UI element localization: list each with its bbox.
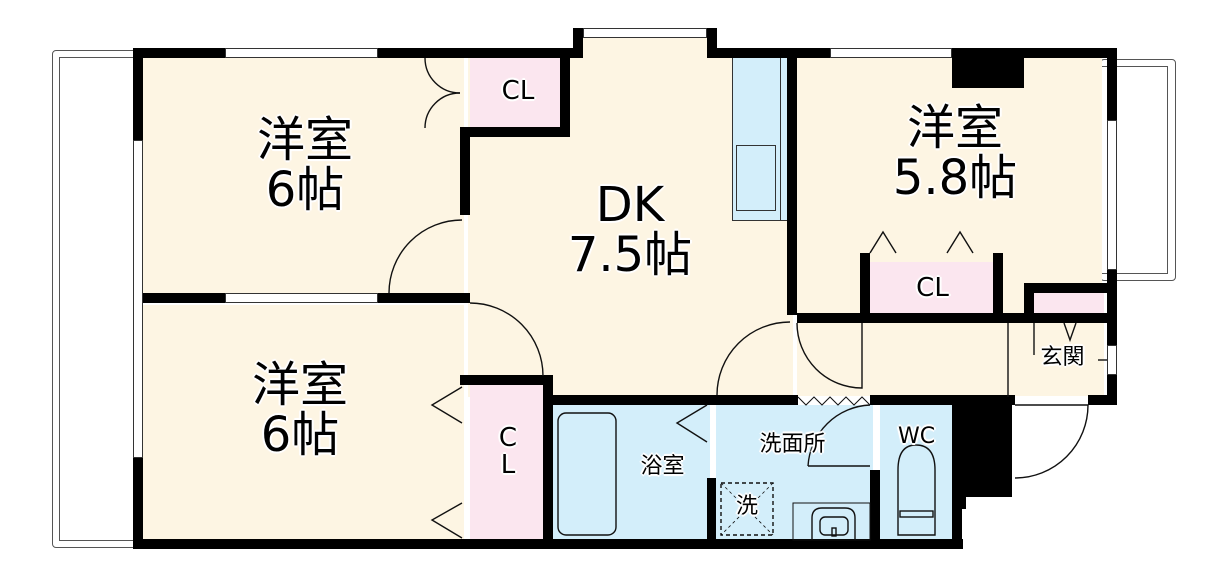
room-name: 洋室 — [906, 100, 1003, 156]
label-washer: 洗 — [735, 494, 758, 519]
label-closet-right: CL — [916, 273, 949, 303]
label-closet-top: CL — [501, 76, 535, 106]
room-size: 6帖 — [260, 407, 340, 464]
wall-bay-right — [707, 28, 717, 58]
wall-shoe-closet — [1024, 283, 1114, 293]
closet-right-door-2 — [946, 230, 974, 254]
room-closet-right — [870, 262, 995, 317]
label-western-right: 洋室 5.8帖 — [855, 103, 1055, 204]
door-swing-hall — [716, 321, 791, 396]
label-dining-kitchen: DK 7.5帖 — [530, 180, 730, 281]
label-western-top-left: 洋室 6帖 — [205, 115, 405, 216]
wall-closet-right-left — [860, 253, 870, 318]
wall-closet-bottom-right — [543, 375, 553, 545]
washer-space — [720, 482, 774, 536]
column-top-right — [952, 48, 1024, 88]
door-swing-right-room — [796, 322, 863, 389]
wall-right-room-bottom — [797, 313, 1117, 323]
window-divider-left-rooms — [225, 293, 378, 303]
room-closet-top-fill — [470, 57, 565, 129]
label-toilet: WC — [897, 424, 936, 449]
window-top-left-room — [225, 48, 378, 58]
room-size: 5.8帖 — [892, 150, 1018, 207]
wall-top-left — [133, 48, 225, 58]
wall-divider-left-rooms-2 — [378, 293, 470, 303]
room-closet-bottom — [470, 385, 546, 541]
wall-top-left-2 — [378, 48, 578, 58]
door-swing-left-room — [388, 219, 463, 294]
wall-hall-bottom-right — [1088, 395, 1117, 405]
room-size: 7.5帖 — [567, 227, 693, 284]
room-size: 6帖 — [265, 162, 345, 219]
wall-dk-right — [787, 57, 797, 315]
closet-label-line1: C — [498, 423, 518, 453]
closet-right-door-1 — [869, 230, 897, 254]
room-name: 洋室 — [251, 357, 348, 413]
wall-divider-left-rooms — [133, 293, 225, 303]
window-right-room-top — [830, 48, 952, 58]
label-closet-bottom: C L — [470, 423, 546, 481]
label-washroom: 洗面所 — [759, 432, 826, 457]
bathtub — [557, 412, 617, 536]
closet-label-line2: L — [500, 450, 516, 481]
window-right-room-side — [1107, 120, 1117, 270]
room-name: DK — [595, 177, 665, 233]
room-name: 洋室 — [256, 112, 353, 168]
window-entrance — [1107, 345, 1117, 375]
wall-hall-bottom — [870, 395, 1015, 405]
wall-dk-left — [460, 127, 470, 215]
room-hallway — [797, 323, 1104, 396]
room-washroom — [716, 405, 873, 540]
label-entrance: 玄関 — [1040, 345, 1085, 370]
bath-door — [675, 404, 708, 443]
wall-closet-right-right — [993, 253, 1003, 318]
wall-dk-bottom — [543, 395, 798, 405]
wall-left — [133, 48, 143, 140]
window-dk-bay — [583, 28, 707, 38]
folding-door-1 — [430, 386, 463, 424]
wall-bath-divider — [707, 478, 716, 546]
label-bathroom: 浴室 — [640, 454, 685, 479]
wash-basin — [811, 507, 856, 540]
wall-closet-right-top — [993, 253, 1003, 263]
door-swing-dk — [469, 302, 544, 377]
door-swing-closet-top-2 — [424, 92, 461, 129]
folding-door-2 — [430, 502, 463, 539]
door-swing-entrance — [1014, 404, 1089, 479]
column-entrance-lower — [952, 397, 966, 509]
window-left-wall — [133, 140, 143, 458]
wall-right — [1107, 48, 1117, 120]
wall-closet-top-bottom — [460, 127, 570, 137]
wall-bay-left — [573, 28, 583, 58]
wall-right-3 — [1107, 375, 1117, 405]
wall-left-2 — [133, 458, 143, 549]
toilet-bowl — [897, 444, 936, 536]
wall-shoe-closet-left — [1024, 283, 1034, 318]
wall-top-right — [952, 48, 1117, 58]
kitchen-sink — [736, 145, 776, 211]
door-swing-closet-top-1 — [424, 57, 461, 94]
wall-top-mid — [707, 48, 832, 58]
wall-wc-left — [870, 470, 880, 546]
wall-right-2 — [1107, 270, 1117, 345]
kitchen-counter-line — [780, 57, 781, 221]
room-western-bottom-left — [142, 305, 464, 541]
wall-closet-bottom-top — [460, 375, 552, 385]
label-western-bottom-left: 洋室 6帖 — [200, 360, 400, 461]
door-swing-washroom — [807, 404, 871, 467]
room-western-top-left — [142, 57, 464, 297]
wall-closet-top-right — [560, 48, 570, 136]
